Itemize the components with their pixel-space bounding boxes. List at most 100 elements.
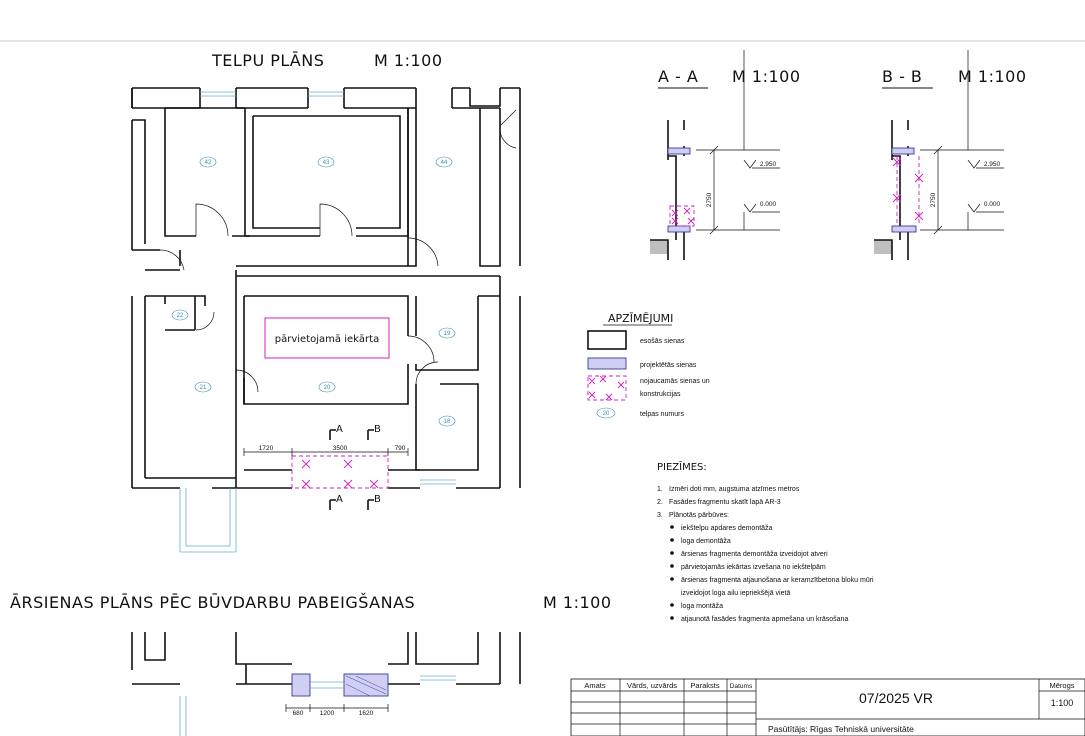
outer-dimension-1200: 1200 — [320, 710, 335, 717]
top-windows — [200, 91, 344, 97]
room-number: 22 — [177, 313, 184, 319]
note-bullet-7: atjaunotā fasādes fragmenta apmešana un … — [681, 616, 848, 623]
floor-plan — [131, 87, 521, 553]
room-number: 44 — [441, 160, 448, 166]
outer-window — [310, 681, 344, 689]
room-19-walls — [415, 296, 479, 371]
section-a-wall-bottom — [650, 228, 685, 260]
section-a-height: 2750 — [706, 192, 713, 207]
legend-swatch-demolish — [587, 375, 627, 401]
legend-item-existing: esošās sienas — [640, 338, 685, 345]
title-block: Amats Vārds, uzvārds Paraksts Datums 07/… — [570, 678, 1085, 736]
outer-wall-plan: 680 1200 1620 — [131, 632, 521, 736]
section-a-scale: M 1:100 — [732, 67, 801, 86]
room-18-walls — [415, 383, 479, 471]
room-20-top — [244, 295, 409, 336]
note-bullet-5-line2: izveidojot loga ailu iepriekšējā vietā — [681, 590, 790, 597]
notes-title: PIEZĪMES: — [657, 460, 707, 473]
title-block-columns — [619, 679, 1040, 736]
room-44-right — [479, 108, 501, 267]
outer-plan-scale: M 1:100 — [543, 593, 612, 612]
legend-room-sample-number: 20 — [603, 411, 610, 417]
outer-new-pier-1 — [291, 673, 311, 697]
room-number: 19 — [444, 331, 451, 337]
door-44 — [407, 237, 439, 267]
section-a-crosses — [671, 207, 695, 225]
legend-item-demolish-2: konstrukcijas — [640, 391, 681, 398]
legend: APZĪMĒJUMI esošās sienas projektētās sie… — [587, 312, 710, 419]
section-b-level-top: 2.950 — [984, 161, 1001, 168]
header-signature: Paraksts — [690, 681, 719, 690]
bullet — [670, 616, 674, 620]
section-b-demolition — [896, 156, 920, 226]
header-role: Amats — [584, 681, 606, 690]
outer-porch — [179, 696, 187, 736]
note-bullet-3: ārsienas fragmenta demontāža izveidojot … — [681, 551, 828, 558]
door-21 — [235, 369, 259, 393]
bullet — [670, 564, 674, 568]
room-42-walls — [164, 108, 250, 237]
section-b-drawing: 2750 2.950 0.000 — [874, 50, 1004, 260]
room-number: 18 — [444, 419, 451, 425]
outer-east — [415, 632, 521, 684]
outer-dim-line — [285, 704, 389, 712]
plan-title: TELPU PLĀNS — [211, 51, 324, 70]
section-b-level-ticks — [976, 167, 1004, 213]
marker-b-top-label: B — [374, 424, 381, 435]
door-42 — [195, 203, 229, 237]
section-b-title: B - B — [882, 67, 922, 86]
room-number: 42 — [205, 160, 212, 166]
note-bullet-2: loga demontāža — [681, 538, 731, 545]
outer-room-20 — [235, 632, 409, 665]
scale-label: Mērogs — [1049, 681, 1074, 690]
title-block-rows — [571, 690, 1085, 725]
dimension-790: 790 — [395, 445, 406, 452]
section-a-demolition — [669, 205, 695, 227]
note-bullet-1: iekštelpu apdares demontāža — [681, 525, 773, 532]
west-wall-bottom — [131, 296, 146, 488]
section-a-level-top: 2.950 — [760, 161, 777, 168]
dimension-3500: 3500 — [333, 445, 348, 452]
section-a-ground — [650, 240, 668, 254]
section-b-wall-bottom — [874, 228, 909, 260]
section-a-dim-lines — [696, 145, 780, 235]
section-b-dim-lines — [920, 145, 1004, 235]
room-number: 43 — [323, 160, 330, 166]
outer-window-2 — [420, 675, 456, 681]
legend-item-room: telpas numurs — [640, 411, 684, 418]
marker-b-bottom-label: B — [374, 494, 381, 505]
room-number: 21 — [200, 385, 207, 391]
bullet — [670, 551, 674, 555]
room-44-left — [407, 108, 417, 267]
plan-dimensions: 1720 3500 790 — [243, 445, 409, 456]
plan-scale: M 1:100 — [374, 51, 443, 70]
section-a-new-sill — [667, 225, 691, 233]
bullet — [670, 603, 674, 607]
marker-a-bottom — [329, 499, 336, 510]
legend-item-new: projektētās sienas — [640, 362, 697, 369]
section-a-level-ticks — [752, 167, 780, 213]
section-b-wall-top — [891, 120, 901, 240]
bullet — [670, 577, 674, 581]
note-bullet-5-line1: ārsienas fragmenta atjaunošana ar keramz… — [681, 577, 874, 584]
door-18 — [415, 361, 439, 385]
room-22-walls — [164, 296, 196, 331]
room-43-walls — [244, 108, 409, 237]
section-b-scale: M 1:100 — [958, 67, 1027, 86]
bullet — [670, 538, 674, 542]
section-markers: A B A B — [329, 424, 381, 510]
note-3: Plānotās pārbūves: — [669, 512, 729, 519]
door-corridor — [159, 249, 185, 271]
note-1-number: 1. — [657, 486, 663, 493]
legend-item-demolish: nojaucamās sienas un — [640, 378, 710, 385]
section-b-crosses — [892, 157, 924, 221]
room-numbers: 42 43 44 22 21 20 19 18 — [171, 156, 456, 427]
section-b-height: 2750 — [930, 192, 937, 207]
legend-demolish-crosses — [588, 375, 625, 401]
section-b-new-lintel — [891, 147, 915, 155]
section-a-level-lines — [743, 50, 757, 230]
room-20-walls — [243, 296, 409, 405]
note-1: Izmēri doti mm, augstuma atzīmes metros — [669, 486, 800, 493]
equipment-label: pārvietojamā iekārta — [275, 334, 379, 345]
